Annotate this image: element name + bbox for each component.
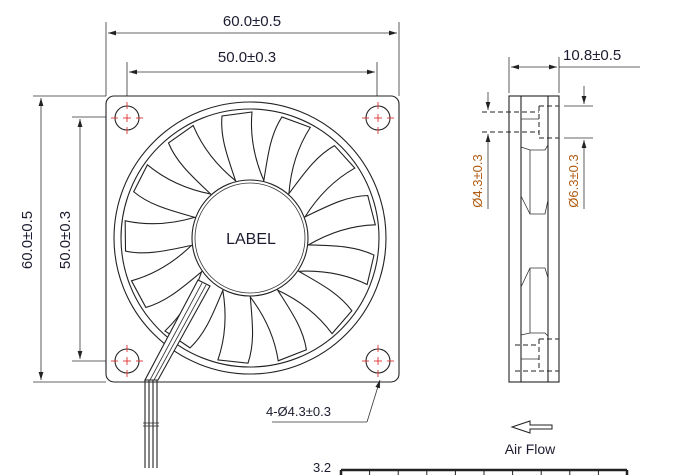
side-frame — [508, 95, 560, 383]
mounting-holes-label: 4-Ø4.3±0.3 — [266, 404, 331, 419]
fan-hub — [191, 179, 309, 297]
hidden-hole-bottom — [515, 338, 559, 372]
hole-callout: 4-Ø4.3±0.3 — [266, 379, 381, 423]
inner-hole-label: Ø4.3±0.3 — [470, 154, 485, 207]
fan-shroud — [113, 101, 387, 375]
overall-width-label: 60.0±0.5 — [223, 13, 281, 30]
blade-profile — [520, 144, 549, 215]
fan-blade — [298, 244, 375, 286]
mounting-hole — [111, 345, 143, 377]
overall-height-label: 60.0±0.5 — [19, 211, 36, 269]
fan-frame — [105, 95, 400, 383]
hidden-hole-top — [482, 105, 559, 139]
fan-blade — [287, 144, 356, 218]
fan-blade — [303, 194, 377, 246]
fan-hub-inner — [194, 182, 306, 294]
front-view: 60.0±0.5 50.0±0.3 60.0±0.5 50.0±0.3 LABE… — [19, 13, 400, 468]
mounting-hole — [362, 102, 394, 134]
fan-blade — [277, 270, 353, 335]
scale-label: 3.2 — [313, 460, 331, 475]
mounting-hole — [362, 345, 394, 377]
hole-spacing-height-label: 50.0±0.3 — [57, 211, 74, 269]
air-flow: Air Flow — [505, 420, 556, 457]
fan-blade — [221, 111, 265, 183]
fan-blade — [217, 289, 254, 364]
air-flow-label: Air Flow — [505, 441, 556, 457]
mounting-holes — [111, 102, 394, 377]
thickness-label: 10.8±0.5 — [563, 47, 621, 64]
hub-label: LABEL — [226, 231, 276, 248]
width-dimension: 60.0±0.5 — [105, 13, 400, 96]
fan-shroud-inner — [120, 108, 380, 368]
fan-blade — [130, 244, 203, 309]
mounting-hole — [111, 102, 143, 134]
fan-blade — [249, 288, 307, 362]
hole-spacing-height-dimension: 50.0±0.3 — [57, 116, 106, 362]
scale-bar: 3.2 — [313, 460, 629, 475]
fan-blade — [124, 216, 196, 254]
outer-hole-label: Ø6.3±0.3 — [566, 154, 581, 207]
height-dimension: 60.0±0.5 — [19, 95, 106, 383]
lead-wires — [143, 380, 159, 468]
fan-blade — [133, 163, 212, 219]
hole-spacing-width-label: 50.0±0.3 — [218, 49, 276, 66]
air-flow-arrow-icon — [510, 420, 553, 434]
side-view: 10.8±0.5 Ø4.3±0.3 Ø6.3±0.3 — [470, 47, 640, 383]
inner-hole-dimension: Ø4.3±0.3 — [470, 92, 491, 209]
fan-blade — [263, 116, 312, 195]
fan-blade — [167, 124, 237, 196]
cable-spoke — [144, 279, 211, 381]
outer-hole-dimension: Ø6.3±0.3 — [564, 86, 593, 209]
blade-profile — [520, 267, 549, 337]
hole-spacing-width-dimension: 50.0±0.3 — [126, 49, 378, 96]
